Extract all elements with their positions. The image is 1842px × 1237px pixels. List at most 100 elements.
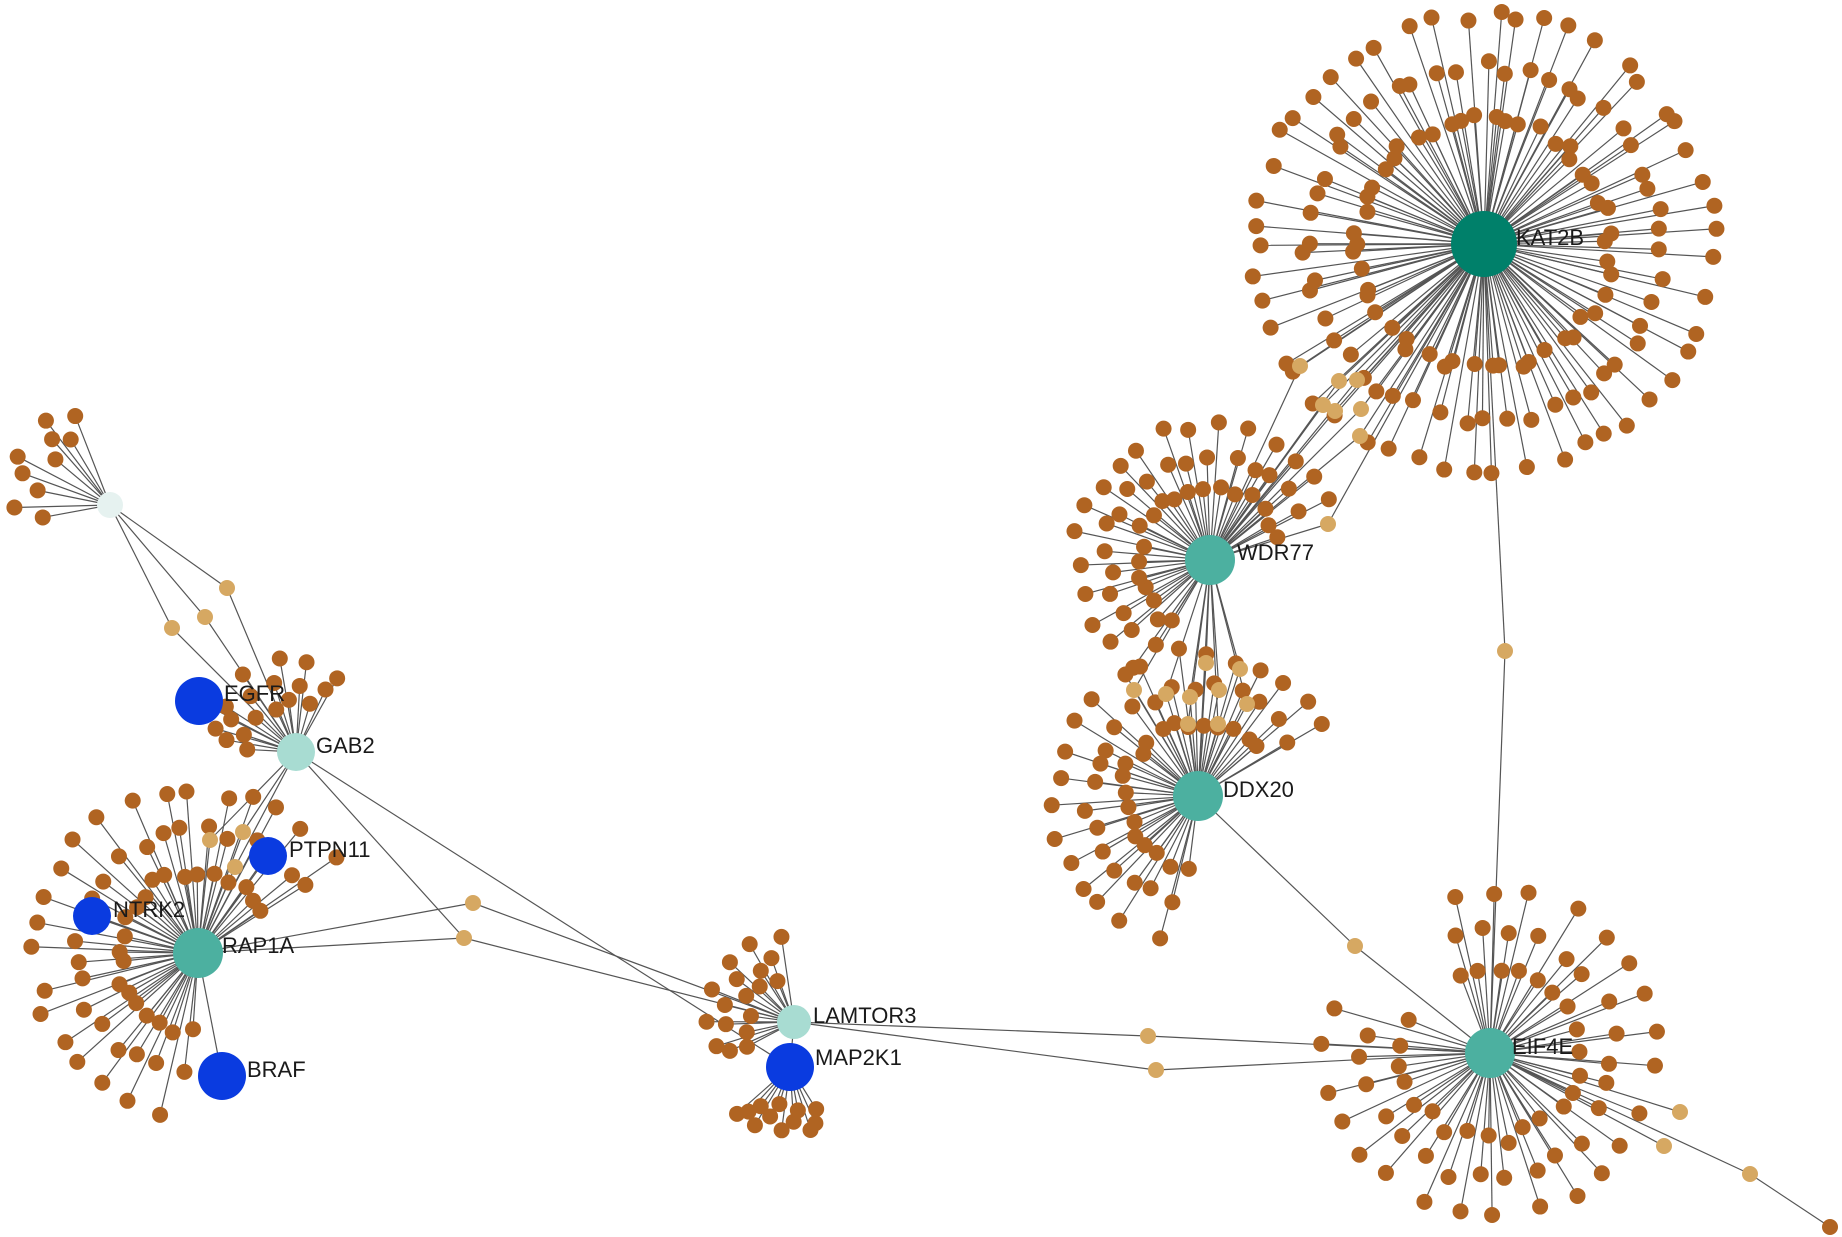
leaf-node — [1474, 919, 1491, 936]
leaf-edge — [1489, 1052, 1541, 1207]
connector-edge — [1209, 410, 1336, 561]
leaf-node — [1650, 241, 1667, 258]
leaf-node — [721, 954, 738, 971]
leaf-node — [1529, 1162, 1546, 1179]
leaf-node — [1380, 440, 1397, 457]
leaf-node — [206, 865, 223, 882]
leaf-node — [1603, 266, 1620, 283]
leaf-node — [1127, 828, 1144, 845]
leaf-node — [1075, 880, 1092, 897]
leaf-node — [36, 982, 53, 999]
hub-nodes — [73, 211, 1517, 1100]
leaf-node — [1555, 1098, 1572, 1115]
leaf-node — [1611, 1137, 1628, 1154]
leaf-node — [1154, 493, 1171, 510]
leaf-node — [1598, 1074, 1615, 1091]
leaf-node — [1514, 1119, 1531, 1136]
leaf-edge — [72, 838, 199, 954]
connector-node — [1656, 1138, 1672, 1154]
leaf-node — [1351, 1048, 1368, 1065]
leaf-node — [1261, 467, 1278, 484]
leaf-node — [44, 431, 61, 448]
leaf-node — [1500, 925, 1517, 942]
leaf-edge — [1260, 243, 1485, 246]
leaf-node — [1252, 662, 1269, 679]
leaf-edge — [1483, 120, 1675, 245]
leaf-node — [1822, 1219, 1838, 1235]
leaf-node — [23, 938, 40, 955]
leaf-node — [1124, 698, 1141, 715]
leaf-node — [1247, 462, 1264, 479]
leaf-node — [1117, 755, 1134, 772]
leaf-node — [1628, 73, 1645, 90]
leaf-node — [1428, 65, 1445, 82]
leaf-node — [773, 1122, 790, 1139]
leaf-node — [1522, 62, 1539, 79]
leaf-node — [280, 691, 297, 708]
leaf-node — [284, 867, 301, 884]
leaf-node — [1500, 1134, 1517, 1151]
leaf-node — [1155, 420, 1172, 437]
leaf-node — [1459, 1122, 1476, 1139]
leaf-node — [1705, 248, 1722, 265]
leaf-node — [218, 732, 235, 749]
leaf-node — [245, 788, 262, 805]
connector-node — [1180, 716, 1196, 732]
leaf-node — [1606, 356, 1623, 373]
leaf-node — [1569, 1187, 1586, 1204]
leaf-node — [317, 681, 334, 698]
leaf-node — [1162, 858, 1179, 875]
leaf-node — [1322, 69, 1339, 86]
connector-edge — [1489, 650, 1506, 1054]
leaf-node — [1485, 357, 1502, 374]
leaf-node — [292, 820, 309, 837]
leaf-node — [1480, 1127, 1497, 1144]
leaf-node — [70, 954, 87, 971]
leaf-edge — [1489, 1052, 1640, 1114]
leaf-node — [1240, 420, 1257, 437]
leaf-node — [1367, 304, 1384, 321]
leaf-node — [119, 1092, 136, 1109]
leaf-node — [1284, 110, 1301, 127]
gab2-node — [277, 733, 315, 771]
leaf-node — [1251, 693, 1268, 710]
leaf-node — [1084, 617, 1101, 634]
leaf-node — [1396, 1073, 1413, 1090]
connector-node — [1148, 1062, 1164, 1078]
leaf-node — [1248, 218, 1265, 235]
leaf-node — [1411, 449, 1428, 466]
leaf-node — [1106, 862, 1123, 879]
leaf-edge — [1286, 243, 1485, 365]
leaf-node — [234, 666, 251, 683]
leaf-node — [64, 831, 81, 848]
leaf-node — [1515, 358, 1532, 375]
leaf-edge — [1489, 993, 1645, 1054]
leaf-node — [1152, 930, 1169, 947]
leaf-node — [151, 1014, 168, 1031]
leaf-node — [1509, 116, 1526, 133]
ddx20-label: DDX20 — [1223, 777, 1294, 802]
leaf-node — [1421, 346, 1438, 363]
connector-node — [1140, 1028, 1156, 1044]
leaf-node — [34, 509, 51, 526]
leaf-node — [773, 928, 790, 945]
leaf-node — [1666, 113, 1683, 130]
leaf-node — [1483, 465, 1500, 482]
leaf-node — [1486, 885, 1503, 902]
leaf-edge — [1483, 25, 1569, 245]
leaf-node — [1279, 734, 1296, 751]
leaf-node — [1353, 260, 1370, 277]
leaf-node — [1583, 384, 1600, 401]
connector-edge — [1489, 1052, 1751, 1175]
leaf-node — [207, 720, 224, 737]
leaf-edge — [1256, 200, 1485, 245]
leaf-node — [1345, 225, 1362, 242]
leaf-node — [1401, 76, 1418, 93]
leaf-node — [1057, 743, 1074, 760]
leaf-node — [32, 1006, 49, 1023]
topleft-node — [97, 492, 123, 518]
connector-edge — [1209, 435, 1361, 561]
leaf-node — [1568, 1021, 1585, 1038]
leaf-node — [1329, 126, 1346, 143]
leaf-node — [1248, 192, 1265, 209]
